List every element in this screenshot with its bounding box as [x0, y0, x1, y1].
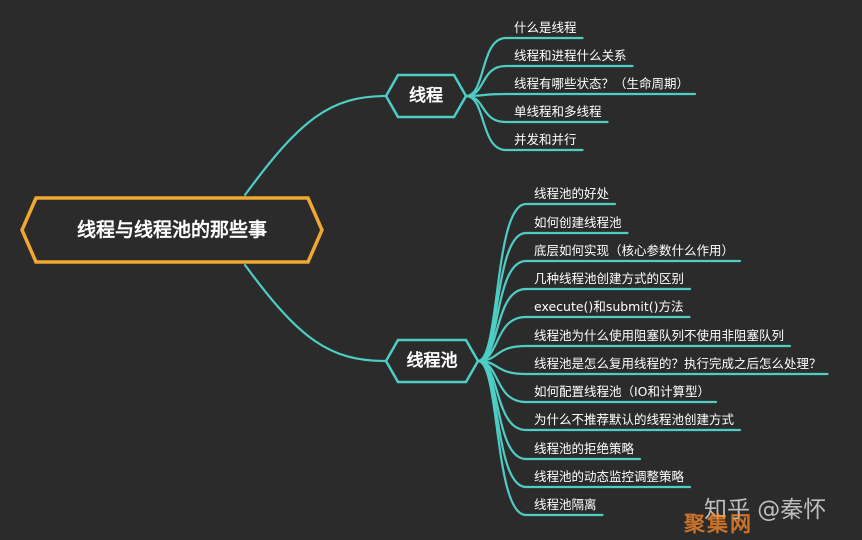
- leaf-threadpool-4[interactable]: execute()和submit()方法: [534, 299, 684, 314]
- leaf-threadpool-9[interactable]: 线程池的拒绝策略: [534, 441, 635, 456]
- leaf-threadpool-8[interactable]: 为什么不推荐默认的线程池创建方式: [534, 412, 735, 427]
- leaf-thread-1[interactable]: 线程和进程什么关系: [514, 48, 627, 63]
- underline-threadpool-4: [476, 315, 691, 363]
- leaf-threadpool-2[interactable]: 底层如何实现（核心参数什么作用）: [534, 243, 735, 258]
- leaf-threadpool-3[interactable]: 几种线程池创建方式的区别: [534, 271, 685, 286]
- leaf-threadpool-0[interactable]: 线程池的好处: [534, 186, 610, 201]
- leaf-threadpool-1[interactable]: 如何创建线程池: [534, 215, 622, 230]
- branch-node-shape-thread: [384, 73, 468, 119]
- leaf-threadpool-5[interactable]: 线程池为什么使用阻塞队列不使用非阻塞队列: [534, 328, 785, 343]
- leaf-thread-3[interactable]: 单线程和多线程: [514, 104, 602, 119]
- leaf-threadpool-7[interactable]: 如何配置线程池（IO和计算型）: [534, 384, 711, 399]
- leaf-threadpool-6[interactable]: 线程池是怎么复用线程的？执行完成之后怎么处理？: [534, 356, 822, 371]
- root-node-shape: [20, 196, 324, 264]
- leaf-threadpool-11[interactable]: 线程池隔离: [534, 497, 597, 512]
- branch-node-thread[interactable]: 线程: [409, 86, 443, 106]
- leaf-threadpool-10[interactable]: 线程池的动态监控调整策略: [534, 469, 685, 484]
- watermark-author: 知乎 @秦怀: [704, 497, 827, 523]
- underline-thread-0: [464, 36, 584, 98]
- connector-root-thread: [243, 94, 388, 197]
- leaf-thread-0[interactable]: 什么是线程: [514, 20, 577, 35]
- underline-thread-4: [464, 94, 584, 152]
- underline-threadpool-11: [476, 359, 604, 517]
- connector-root-threadpool: [243, 263, 388, 363]
- leaf-thread-4[interactable]: 并发和并行: [514, 132, 577, 147]
- watermark-site: 聚集网: [684, 512, 753, 536]
- root-node-label[interactable]: 线程与线程池的那些事: [76, 219, 267, 241]
- branch-node-shape-threadpool: [384, 338, 480, 384]
- leaf-thread-2[interactable]: 线程有哪些状态？（生命周期）: [514, 76, 690, 91]
- underline-thread-2: [464, 92, 697, 98]
- connectors: [243, 36, 829, 517]
- underline-threadpool-3: [476, 287, 692, 363]
- branch-node-threadpool[interactable]: 线程池: [406, 351, 458, 371]
